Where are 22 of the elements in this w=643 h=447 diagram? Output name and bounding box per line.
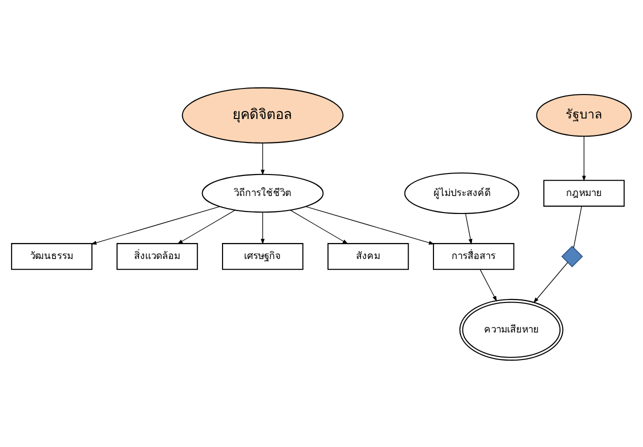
node-box: เศรษฐกิจ: [222, 242, 304, 270]
arrow: [465, 212, 472, 244]
arrow: [90, 206, 220, 244]
arrow: [533, 262, 568, 303]
connector: [573, 206, 582, 248]
node-box: กฎหมาย: [543, 179, 625, 206]
node-ellipse: รัฐบาล: [536, 93, 632, 136]
node-ellipse: วิถีการใช้ชีวิต: [202, 173, 324, 212]
node-box: วัฒนธรรม: [11, 242, 92, 270]
arrow: [290, 209, 348, 244]
node-box: สังคม: [327, 242, 409, 270]
arrow: [260, 142, 265, 175]
node-ellipse: ยุคดิจิตอล: [182, 86, 344, 143]
node-cross: [561, 245, 583, 267]
arrow: [480, 268, 497, 302]
arrow: [177, 209, 236, 244]
arrow: [582, 135, 586, 181]
node-ellipse: ผู้ไม่ประสงค์ดี: [404, 172, 520, 214]
arrow: [260, 211, 265, 244]
arrow: [305, 206, 434, 244]
node-box: สิ่งแวดล้อม: [116, 242, 198, 270]
node-box: การสื่อสาร: [432, 242, 514, 270]
